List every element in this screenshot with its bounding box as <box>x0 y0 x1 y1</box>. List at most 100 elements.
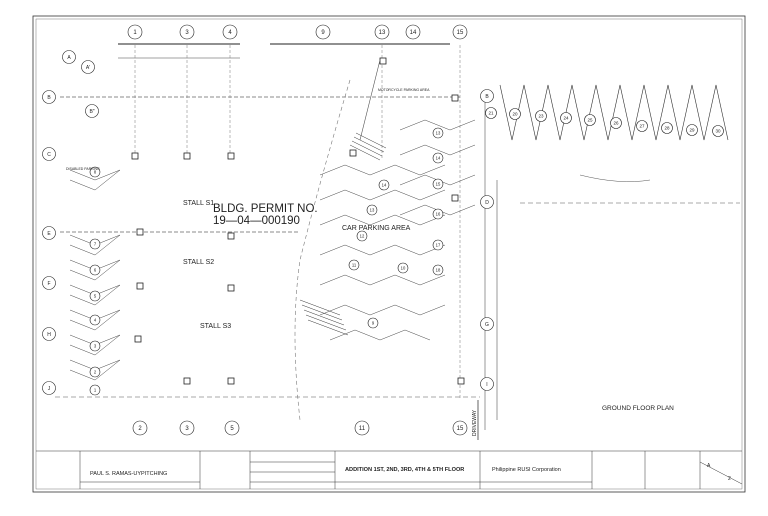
parking-stall-number: 26 <box>610 117 622 129</box>
arrow-curve <box>579 174 651 182</box>
parking-stall-number: 9 <box>367 317 379 329</box>
grid-bubble-right-label: D <box>485 200 489 206</box>
grid-bubble-right: G <box>480 317 494 331</box>
parking-stall-number: 15 <box>432 178 444 190</box>
grid-bubble-right: D <box>480 195 494 209</box>
parking-stall-number: 3 <box>89 340 101 352</box>
parking-stall-number-label: 4 <box>94 317 97 322</box>
parking-stall-number-label: 2 <box>94 369 97 374</box>
grid-bubble-left-label: A' <box>86 65 90 71</box>
parking-stall-number-label: 18 <box>436 267 441 272</box>
grid-bubble-left: H <box>42 327 56 341</box>
parking-stall-number: 27 <box>636 120 648 132</box>
grid-bubble-left: E <box>42 226 56 240</box>
grid-bubble-top: 13 <box>374 24 390 40</box>
parking-stall-number-label: 23 <box>538 114 544 119</box>
grid-bubble-left: F <box>42 276 56 290</box>
permit-title: BLDG. PERMIT NO. <box>213 203 318 215</box>
parking-stall-number-label: 3 <box>94 343 97 348</box>
parking-stall-number-label: 8 <box>94 169 97 174</box>
center-parking-rows <box>319 119 476 341</box>
grid-bubble-top: 9 <box>315 24 331 40</box>
parking-stall-number: 5 <box>89 290 101 302</box>
drive-path <box>294 79 351 421</box>
grid-bubble-top: 3 <box>179 24 195 40</box>
stall-s1-label: STALL S1 <box>183 200 214 207</box>
grid-bubble-right-label: G <box>485 322 489 328</box>
columns <box>131 57 465 385</box>
parking-stall-number-label: 11 <box>352 262 357 267</box>
parking-stall-number-label: 15 <box>436 181 441 186</box>
owner-name: PAUL S. RAMAS-UYPITCHING <box>90 471 167 477</box>
parking-stall-number: 17 <box>432 239 444 251</box>
grid-bubble-left-label: H <box>47 332 51 338</box>
grid-bubble-left: B" <box>85 104 99 118</box>
grid-bubble-left: A' <box>81 60 95 74</box>
parking-stall-number-label: 9 <box>372 320 375 325</box>
grid-bubble-top-label: 13 <box>379 30 386 36</box>
parking-stall-number: 8 <box>89 166 101 178</box>
company-name: Philippine RUSI Corporation <box>492 467 561 473</box>
sheet-inner-border <box>35 18 743 490</box>
grid-bubble-bottom-label: 15 <box>457 426 464 432</box>
parking-stall-number-label: 13 <box>436 130 441 135</box>
grid-bubble-left-label: A <box>67 55 71 61</box>
grid-bubble-left-label: E <box>47 231 51 237</box>
grid-bubble-top-label: 3 <box>185 30 189 36</box>
parking-stall-number-label: 24 <box>563 116 569 121</box>
parking-stall-number: 23 <box>535 110 547 122</box>
parking-stall-number-label: 26 <box>613 121 619 126</box>
parking-stall-number-label: 27 <box>639 124 645 129</box>
parking-stall-number-label: 10 <box>401 265 406 270</box>
disabled-parking-label: DISABLED PARKING <box>66 167 100 171</box>
grid-bubble-top-label: 14 <box>410 30 417 36</box>
parking-stall-number: 1 <box>89 384 101 396</box>
parking-stall-number-label: 25 <box>587 118 593 123</box>
parking-stall-number: 30 <box>712 125 724 137</box>
grid-bubble-top-label: 1 <box>133 30 137 36</box>
parking-stall-number: 20 <box>509 108 521 120</box>
grid-bubble-top-label: 15 <box>457 30 464 36</box>
grid-bubble-top: 4 <box>222 24 238 40</box>
parking-stall-number: 14 <box>378 179 390 191</box>
parking-stall-number: 7 <box>89 238 101 250</box>
parking-stall-number: 24 <box>560 112 572 124</box>
project-title: ADDITION 1ST, 2ND, 3RD, 4TH & 5TH FLOOR <box>345 467 464 473</box>
grid-bubble-bottom-label: 3 <box>185 426 189 432</box>
grid-bubble-bottom: 3 <box>179 420 195 436</box>
parking-stall-number-label: 12 <box>360 233 365 238</box>
parking-stall-number: 28 <box>661 122 673 134</box>
grid-bubble-top: 14 <box>405 24 421 40</box>
right-parking-zigzag <box>499 84 729 141</box>
motorcycle-parking-label: MOTORCYCLE PARKING AREA <box>378 88 430 92</box>
grid-bubble-top: 1 <box>127 24 143 40</box>
grid-bubble-bottom: 5 <box>224 420 240 436</box>
parking-stall-number: 4 <box>89 314 101 326</box>
grid-bubble-right-label: B <box>485 94 489 100</box>
grid-bubble-bottom-label: 2 <box>138 426 142 432</box>
grid-bubble-top-label: 4 <box>228 30 232 36</box>
stall-s3-label: STALL S3 <box>200 323 231 330</box>
parking-stall-number: 29 <box>686 124 698 136</box>
parking-stall-number: 12 <box>356 230 368 242</box>
ramp-hatch <box>299 132 387 336</box>
permit-number: 19—04—000190 <box>213 215 300 227</box>
grid-bubble-bottom-label: 5 <box>230 426 234 432</box>
grid-bubble-right-label: I <box>486 382 487 388</box>
parking-stall-number: 18 <box>432 264 444 276</box>
sheet-border <box>32 15 746 493</box>
grid-bubble-top-label: 9 <box>321 30 325 36</box>
parking-stall-number: 16 <box>432 208 444 220</box>
parking-stall-number-label: 17 <box>436 242 441 247</box>
parking-stall-number: 11 <box>348 259 360 271</box>
parking-stall-number-label: 20 <box>512 112 518 117</box>
parking-stall-number-label: 6 <box>94 267 97 272</box>
grid-bubble-bottom: 2 <box>132 420 148 436</box>
grid-bubble-left: B <box>42 90 56 104</box>
grid-bubble-bottom: 15 <box>452 420 468 436</box>
stall-s2-label: STALL S2 <box>183 259 214 266</box>
parking-stall-number: 14 <box>432 152 444 164</box>
